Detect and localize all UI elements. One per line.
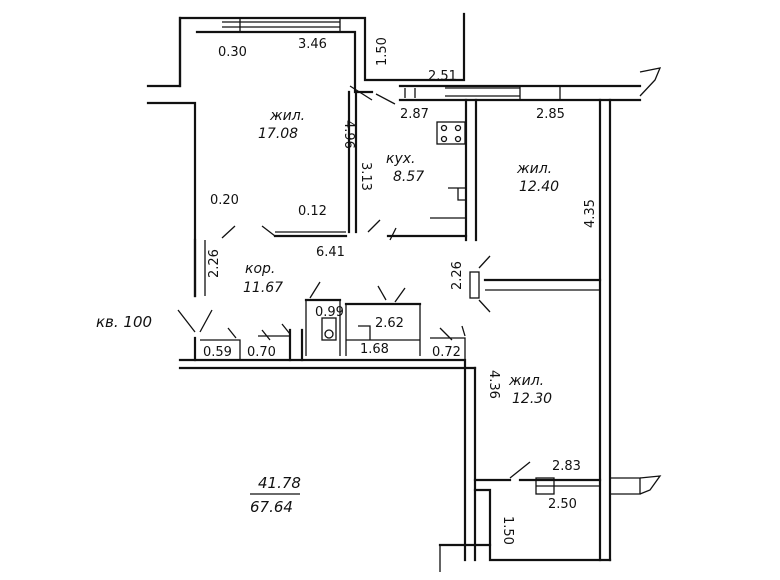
dim-4-35: 4.35 xyxy=(583,199,598,228)
dim-2-51: 2.51 xyxy=(428,69,457,84)
total-area: 67.64 xyxy=(250,498,293,516)
dim-4-36: 4.36 xyxy=(486,370,501,399)
dim-0-59: 0.59 xyxy=(203,345,232,360)
dim-0-70: 0.70 xyxy=(247,345,276,360)
dim-2-87: 2.87 xyxy=(400,107,429,122)
living1-area: 17.08 xyxy=(258,126,298,142)
bath-area: 2.62 xyxy=(375,316,404,331)
living1-label: жил. xyxy=(269,108,305,124)
dim-2-50: 2.50 xyxy=(548,497,577,512)
living3-label: жил. xyxy=(508,373,544,389)
living-area-total: 41.78 xyxy=(258,474,301,492)
dim-6-41: 6.41 xyxy=(316,245,345,260)
dim-2-83: 2.83 xyxy=(552,459,581,474)
dim-2-26-right: 2.26 xyxy=(450,261,465,290)
dim-0-30: 0.30 xyxy=(218,45,247,60)
kitchen-label: кух. xyxy=(386,151,415,167)
living2-label: жил. xyxy=(516,161,552,177)
dim-0-20: 0.20 xyxy=(210,193,239,208)
dimensions: 0.30 3.46 1.50 2.51 4.96 2.87 2.85 3.13 … xyxy=(203,37,598,545)
walls xyxy=(146,12,662,572)
closet-area: 1.68 xyxy=(360,342,389,357)
corridor-label: кор. xyxy=(245,261,275,277)
dim-4-96: 4.96 xyxy=(341,120,356,149)
dim-1-50-top: 1.50 xyxy=(375,37,390,66)
doors xyxy=(177,85,531,479)
kitchen-area: 8.57 xyxy=(393,169,424,185)
dim-2-26-left: 2.26 xyxy=(207,249,222,278)
wc-area: 0.99 xyxy=(315,305,344,320)
dim-2-85: 2.85 xyxy=(536,107,565,122)
dim-0-72: 0.72 xyxy=(432,345,461,360)
dim-3-13: 3.13 xyxy=(358,162,373,191)
living3-area: 12.30 xyxy=(512,391,552,407)
living2-area: 12.40 xyxy=(519,179,559,195)
dim-0-12: 0.12 xyxy=(298,204,327,219)
room-labels: жил. 17.08 кух. 8.57 жил. 12.40 кор. 11.… xyxy=(96,108,559,516)
apartment-label: кв. 100 xyxy=(96,313,152,331)
dim-1-50-bottom: 1.50 xyxy=(500,516,515,545)
corridor-area: 11.67 xyxy=(243,280,283,296)
dim-3-46: 3.46 xyxy=(298,37,327,52)
